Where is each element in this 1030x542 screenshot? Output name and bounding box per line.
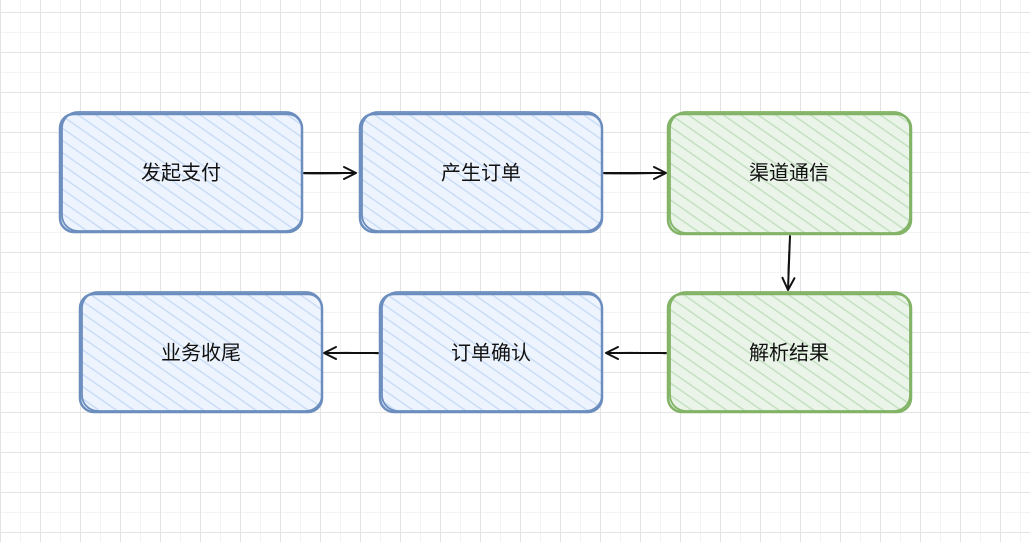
node-n5[interactable]: 订单确认 (378, 291, 604, 414)
arrow-n5-n6 (323, 346, 379, 360)
node-n4[interactable]: 解析结果 (666, 291, 913, 414)
node-n6[interactable]: 业务收尾 (78, 291, 324, 414)
node-label: 业务收尾 (161, 341, 241, 365)
arrowhead-icon (653, 166, 667, 180)
arrow-n2-n3 (603, 166, 667, 180)
node-n1[interactable]: 发起支付 (58, 111, 304, 234)
arrowhead-icon (605, 346, 619, 360)
arrow-n1-n2 (303, 166, 357, 180)
node-label: 订单确认 (451, 341, 531, 365)
node-label: 解析结果 (749, 341, 829, 365)
node-label: 发起支付 (141, 161, 221, 185)
arrowhead-icon (781, 276, 796, 291)
node-n3[interactable]: 渠道通信 (666, 111, 913, 236)
node-label: 渠道通信 (749, 161, 829, 185)
arrowhead-icon (323, 346, 337, 360)
arrowhead-icon (343, 166, 357, 180)
node-n2[interactable]: 产生订单 (358, 111, 604, 234)
arrow-n4-n5 (605, 346, 667, 360)
arrow-n3-n4 (781, 235, 796, 291)
node-label: 产生订单 (441, 161, 521, 185)
